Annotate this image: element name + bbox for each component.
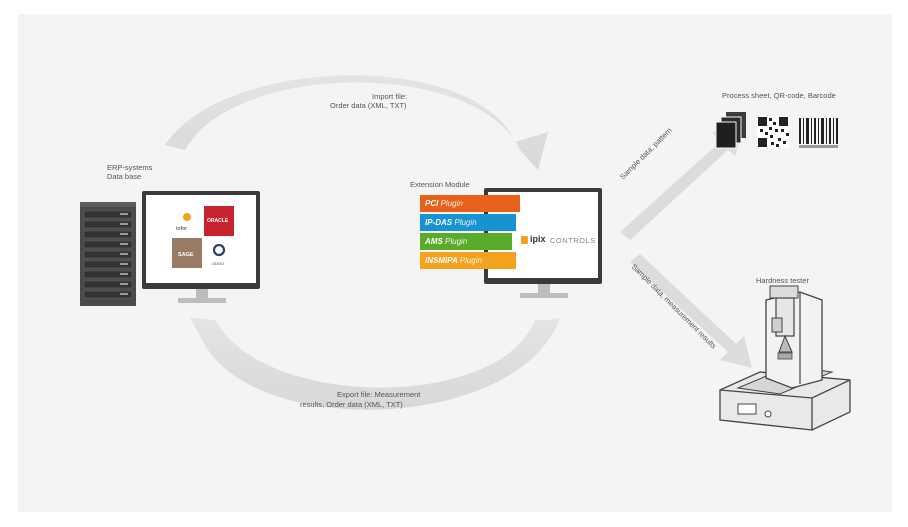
process-sheet-label: Process sheet, QR-code, Barcode bbox=[722, 91, 836, 100]
brand-name: ipix bbox=[530, 234, 546, 244]
export-arc-arrow bbox=[190, 318, 560, 410]
plugin-pci-name: PCI bbox=[425, 199, 439, 208]
erp-label-line1: ERP-systems bbox=[107, 163, 153, 172]
qr-code-icon bbox=[757, 116, 789, 148]
arrow-to-hardness-tester bbox=[630, 254, 752, 368]
hardness-tester-label: Hardness tester bbox=[756, 276, 809, 285]
export-label-line2: results, Order data (XML, TXT) bbox=[300, 400, 403, 409]
document-stack-icon bbox=[715, 112, 746, 149]
logo-infor: infor bbox=[176, 226, 188, 232]
plugin-ams: AMS Plugin bbox=[420, 233, 512, 250]
plugin-pci: PCI Plugin bbox=[420, 195, 520, 212]
server-rack bbox=[80, 202, 136, 306]
export-label-line1: Export file: Measurement bbox=[337, 390, 421, 399]
plugin-pci-suffix: Plugin bbox=[440, 199, 463, 208]
plugin-ip-das-name: IP-DAS bbox=[425, 218, 453, 227]
plugin-ip-das: IP-DAS Plugin bbox=[420, 214, 516, 231]
plugin-insmipa-name: INSMIPA bbox=[425, 256, 458, 265]
plugin-insmipa-suffix: Plugin bbox=[459, 256, 482, 265]
brand-tagline: CONTROLS bbox=[550, 236, 596, 245]
logo-oracle: ORACLE bbox=[207, 218, 229, 224]
erp-label-line2: Data base bbox=[107, 172, 142, 181]
plugin-ams-name: AMS bbox=[425, 237, 443, 246]
plugin-ip-das-suffix: Plugin bbox=[454, 218, 477, 227]
hardness-tester-illustration bbox=[719, 285, 851, 431]
import-label-line1: Import file: bbox=[372, 92, 408, 101]
import-arc-arrow bbox=[165, 75, 548, 170]
barcode-icon bbox=[799, 118, 838, 148]
import-label-line2: Order data (XML, TXT) bbox=[330, 101, 407, 110]
arrow-to-process-sheet bbox=[620, 126, 744, 240]
logo-odoo: ODOO bbox=[212, 261, 225, 266]
plugin-insmipa: INSMIPA Plugin bbox=[420, 252, 516, 269]
plugin-ams-suffix: Plugin bbox=[445, 237, 468, 246]
logo-sage: SAGE bbox=[178, 252, 194, 258]
erp-monitor bbox=[142, 191, 260, 303]
extension-module-label: Extension Module bbox=[410, 180, 470, 189]
